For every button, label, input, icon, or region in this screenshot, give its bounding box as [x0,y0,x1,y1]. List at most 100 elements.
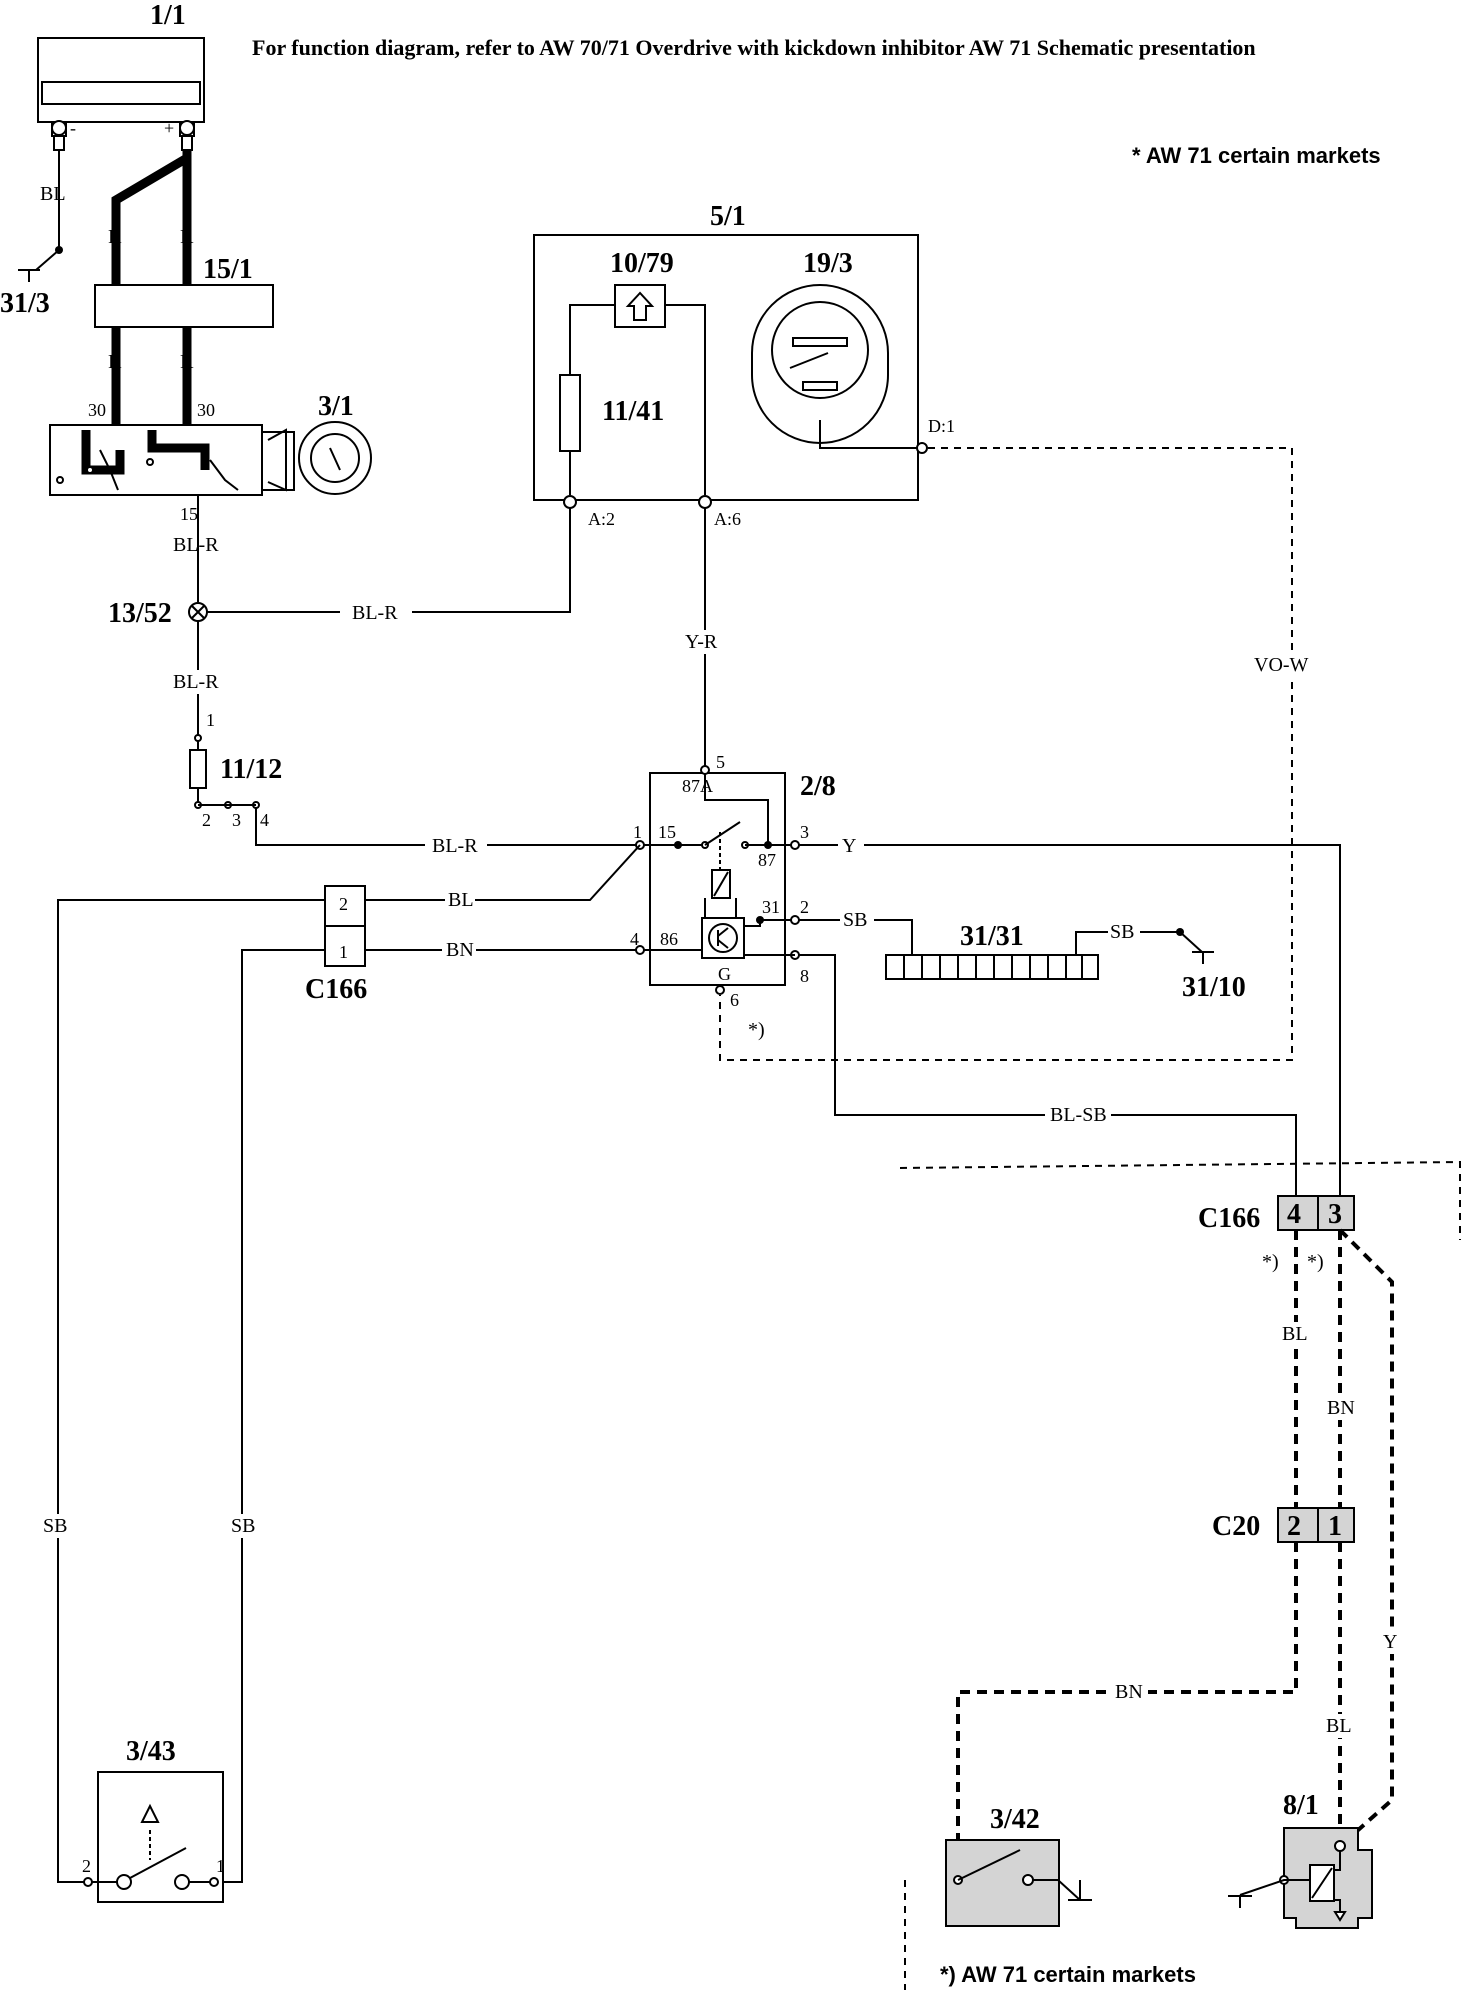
wire-label-bl-c166: BL [448,889,474,911]
relay-pin-6: 6 [730,990,739,1010]
pin-d1: D:1 [928,416,955,436]
wire-sb-relay [799,919,913,955]
wire-label-y-bottom: Y [1383,1631,1397,1653]
relay-pin-4: 4 [630,929,639,949]
switch-343-label: 3/43 [126,1736,176,1767]
connector-right-note-b: *) [1307,1251,1324,1273]
connector-c166-left: 2 1 C166 [305,885,367,1005]
connector-left-pin-1: 1 [339,942,348,962]
wire-label-bl-r-splice: BL-R [352,602,398,624]
connector-c166-right: C166 4 3 *) *) [1198,1195,1355,1273]
market-note: * AW 71 certain markets [1132,143,1381,168]
ground-bus: 31/31 [885,921,1099,980]
relay-label: 2/8 [800,771,836,802]
switch-342: 3/42 [945,1804,1092,1927]
wire-label-bn-c166: BN [446,939,474,961]
header-note: For function diagram, refer to AW 70/71 … [252,35,1256,60]
ignition-switch: 3/1 30 30 15 [49,391,372,524]
pin-a6: A:6 [714,509,741,529]
ground-left-label: 31/3 [0,288,50,319]
connector-left-pin-2: 2 [339,894,348,914]
c20-pin-2: 2 [1287,1511,1301,1542]
wire-label-bl-r-relay: BL-R [432,835,478,857]
wire-label-bl-bottom: BL [1326,1715,1352,1737]
fuse-box-label: 15/1 [203,254,253,285]
wire-bl-r-splice [207,505,571,613]
battery-minus: - [70,118,76,138]
relay-pin-31: 31 [762,897,780,917]
splice-label: 13/52 [108,598,172,629]
wire-bn-bottom [956,1542,1298,1880]
relay-pin-87a: 87A [682,776,713,796]
wire-bl-c166 [335,844,641,901]
relay-pin-87: 87 [758,850,776,870]
wire-label-r-left: R [108,226,122,248]
wire-r-left [111,150,192,285]
speedometer-label: 19/3 [803,248,853,279]
relay-pin-15: 15 [658,822,676,842]
wire-label-sb-left-1: SB [43,1515,67,1537]
connector-left-label: C166 [305,974,367,1005]
wire-bl-sb [799,954,1297,1196]
wire-sb-left-1 [57,899,325,1883]
wire-label-bl-sb: BL-SB [1050,1104,1107,1126]
ground-bus-label: 31/31 [960,921,1024,952]
solenoid-label: 8/1 [1283,1790,1319,1821]
fuse: 1 11/12 2 3 4 [189,710,282,830]
connector-right-label: C166 [1198,1203,1260,1234]
ignition-switch-label: 3/1 [318,391,354,422]
fuse-box: 15/1 [94,254,274,328]
wire-label-r-right: R [180,226,194,248]
wire-label-vo-w: VO-W [1254,654,1309,676]
wire-label-bl-r-2: BL-R [173,671,219,693]
battery: 1/1 - + [37,0,205,151]
relay-pin-1: 1 [633,822,642,842]
resistor-label: 11/41 [602,396,664,427]
battery-plus: + [164,118,174,138]
wire-label-bl-ground: BL [40,183,66,205]
wire-y-bottom [1338,1228,1394,1848]
connector-right-note-a: *) [1262,1251,1279,1273]
relay-pin-3: 3 [800,822,809,842]
wire-sb-left-2 [214,949,325,1883]
splice: 13/52 [108,598,208,629]
wire-label-y-r: Y-R [685,631,718,653]
relay: 2/8 5 87A 1 15 3 87 31 2 4 [630,752,836,1041]
fuse-label: 11/12 [220,754,282,785]
fuse-pin-4: 4 [260,810,269,830]
ignition-term-30a: 30 [88,400,106,420]
footnote: *) AW 71 certain markets [940,1962,1196,1987]
wire-label-y-relay: Y [842,835,856,857]
pin-a2: A:2 [588,509,615,529]
wire-label-sb-ground: SB [1110,921,1134,943]
fuse-pin-1: 1 [206,710,215,730]
wire-label-sb-left-2: SB [231,1515,255,1537]
instrument-cluster: 5/1 10/79 11/41 19/3 D:1 A:2 A:6 [533,201,955,529]
wire-vo-w [719,447,1293,1061]
relay-pin-g: G [718,964,731,984]
solenoid: 8/1 [1228,1790,1373,1929]
fuse-pin-2: 2 [202,810,211,830]
wire-sb-ground [1075,931,1180,955]
connector-c20: C20 2 1 [1212,1507,1355,1543]
relay-pin-5: 5 [716,752,725,772]
instrument-cluster-label: 5/1 [710,201,746,232]
ground-right-label: 31/10 [1182,972,1246,1003]
connector-right-pin-4: 4 [1287,1199,1301,1230]
switch-342-label: 3/42 [990,1804,1040,1835]
wire-label-r-left-2: R [108,351,122,373]
wire-label-bn-bottom: BN [1115,1681,1143,1703]
wire-label-bn-right: BN [1327,1397,1355,1419]
wire-label-bl-r-1: BL-R [173,534,219,556]
relay-pin-86: 86 [660,929,678,949]
connector-right-pin-3: 3 [1328,1199,1342,1230]
dashed-frame [899,1160,1461,1240]
ignition-term-15: 15 [180,504,198,524]
wire-bl-r-relay [255,808,640,846]
wire-label-sb-relay: SB [843,909,867,931]
switch-343: 3/43 2 1 [82,1736,225,1903]
wire-label-bl-right: BL [1282,1323,1308,1345]
indicator-light-label: 10/79 [610,248,674,279]
c20-pin-1: 1 [1328,1511,1342,1542]
